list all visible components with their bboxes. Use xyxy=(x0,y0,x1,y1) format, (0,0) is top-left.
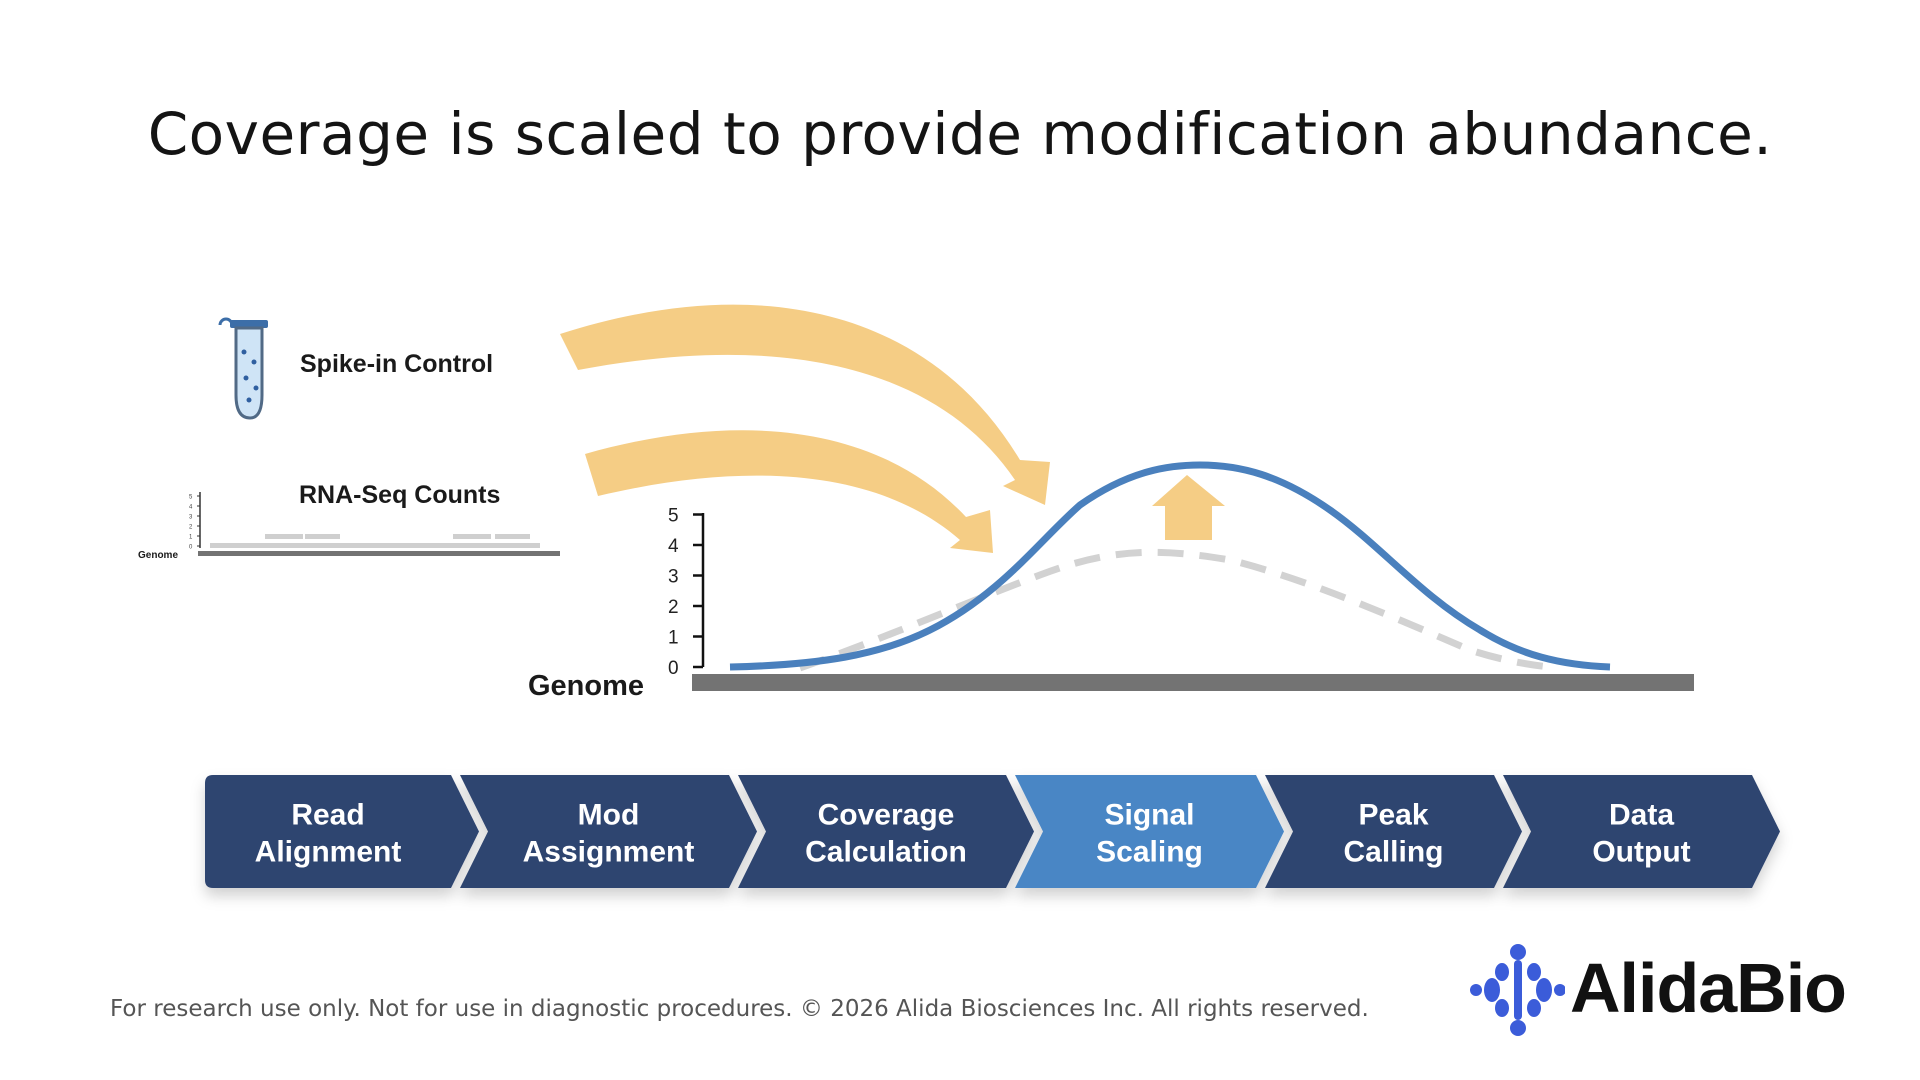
test-tube-icon xyxy=(218,317,268,420)
mini-tick-label: 4 xyxy=(189,505,193,511)
scale-up-arrow xyxy=(1152,475,1225,540)
y-tick-label: 4 xyxy=(668,536,679,557)
mini-genome-bar xyxy=(198,551,560,556)
spike-arrow xyxy=(560,304,1050,505)
pipeline-step-label: Assignment xyxy=(523,836,695,869)
pipeline-step-signal xyxy=(1015,775,1284,888)
pipeline-step-label: Calling xyxy=(1343,836,1443,869)
mini-tick-label: 1 xyxy=(189,535,193,541)
pipeline-step-label: Mod xyxy=(578,799,640,832)
y-tick-label: 0 xyxy=(668,658,679,679)
mini-tick-label: 5 xyxy=(189,495,193,501)
pipeline-step-mod xyxy=(460,775,757,888)
rnaseq-arrow xyxy=(585,430,993,553)
alidabio-logo: AlidaBio xyxy=(1470,940,1860,1040)
pipeline-step-coverage xyxy=(738,775,1034,888)
pipeline-step-label: Read xyxy=(291,799,364,832)
slide-title: Coverage is scaled to provide modificati… xyxy=(147,100,1773,168)
pipeline-step-label: Calculation xyxy=(805,836,967,869)
spike-in-label: Spike-in Control xyxy=(300,350,493,378)
mini-tick-label: 2 xyxy=(189,525,193,531)
pipeline-step-label: Scaling xyxy=(1096,836,1203,869)
dna-helix-icon xyxy=(1470,944,1566,1036)
pipeline-step-label: Data xyxy=(1609,799,1674,832)
y-tick-label: 5 xyxy=(668,506,679,527)
pipeline-step-label: Signal xyxy=(1104,799,1194,832)
mini-tick-label: 3 xyxy=(189,515,193,521)
coverage-diagram: Spike-in Control 0 1 2 3 4 5 Genome RNA-Seq C… xyxy=(138,304,1694,702)
pipeline-step-label: Alignment xyxy=(255,836,402,869)
y-tick-label: 1 xyxy=(668,628,679,649)
rnaseq-mini-chart: 0 1 2 3 4 5 xyxy=(189,492,560,556)
pipeline-step-label: Coverage xyxy=(818,799,955,832)
y-tick-label: 3 xyxy=(668,567,679,588)
footer-disclaimer: For research use only. Not for use in di… xyxy=(110,996,1369,1022)
pipeline-step-read xyxy=(205,775,479,888)
y-tick-label: 2 xyxy=(668,597,679,618)
mini-genome-label: Genome xyxy=(138,550,178,561)
logo-wordmark: AlidaBio xyxy=(1570,949,1847,1027)
rnaseq-label: RNA-Seq Counts xyxy=(299,481,500,509)
y-axis: 0 1 2 3 4 5 xyxy=(668,506,705,679)
pipeline-step-data xyxy=(1503,775,1780,888)
scaled-coverage-curve xyxy=(729,461,1611,671)
pipeline-step-peak xyxy=(1265,775,1522,888)
genome-label: Genome xyxy=(528,670,644,702)
pipeline-step-label: Peak xyxy=(1358,799,1428,832)
original-coverage-curve xyxy=(798,548,1551,672)
pipeline-step-label: Output xyxy=(1592,836,1690,869)
mini-tick-label: 0 xyxy=(189,545,193,551)
genome-bar xyxy=(692,674,1694,691)
